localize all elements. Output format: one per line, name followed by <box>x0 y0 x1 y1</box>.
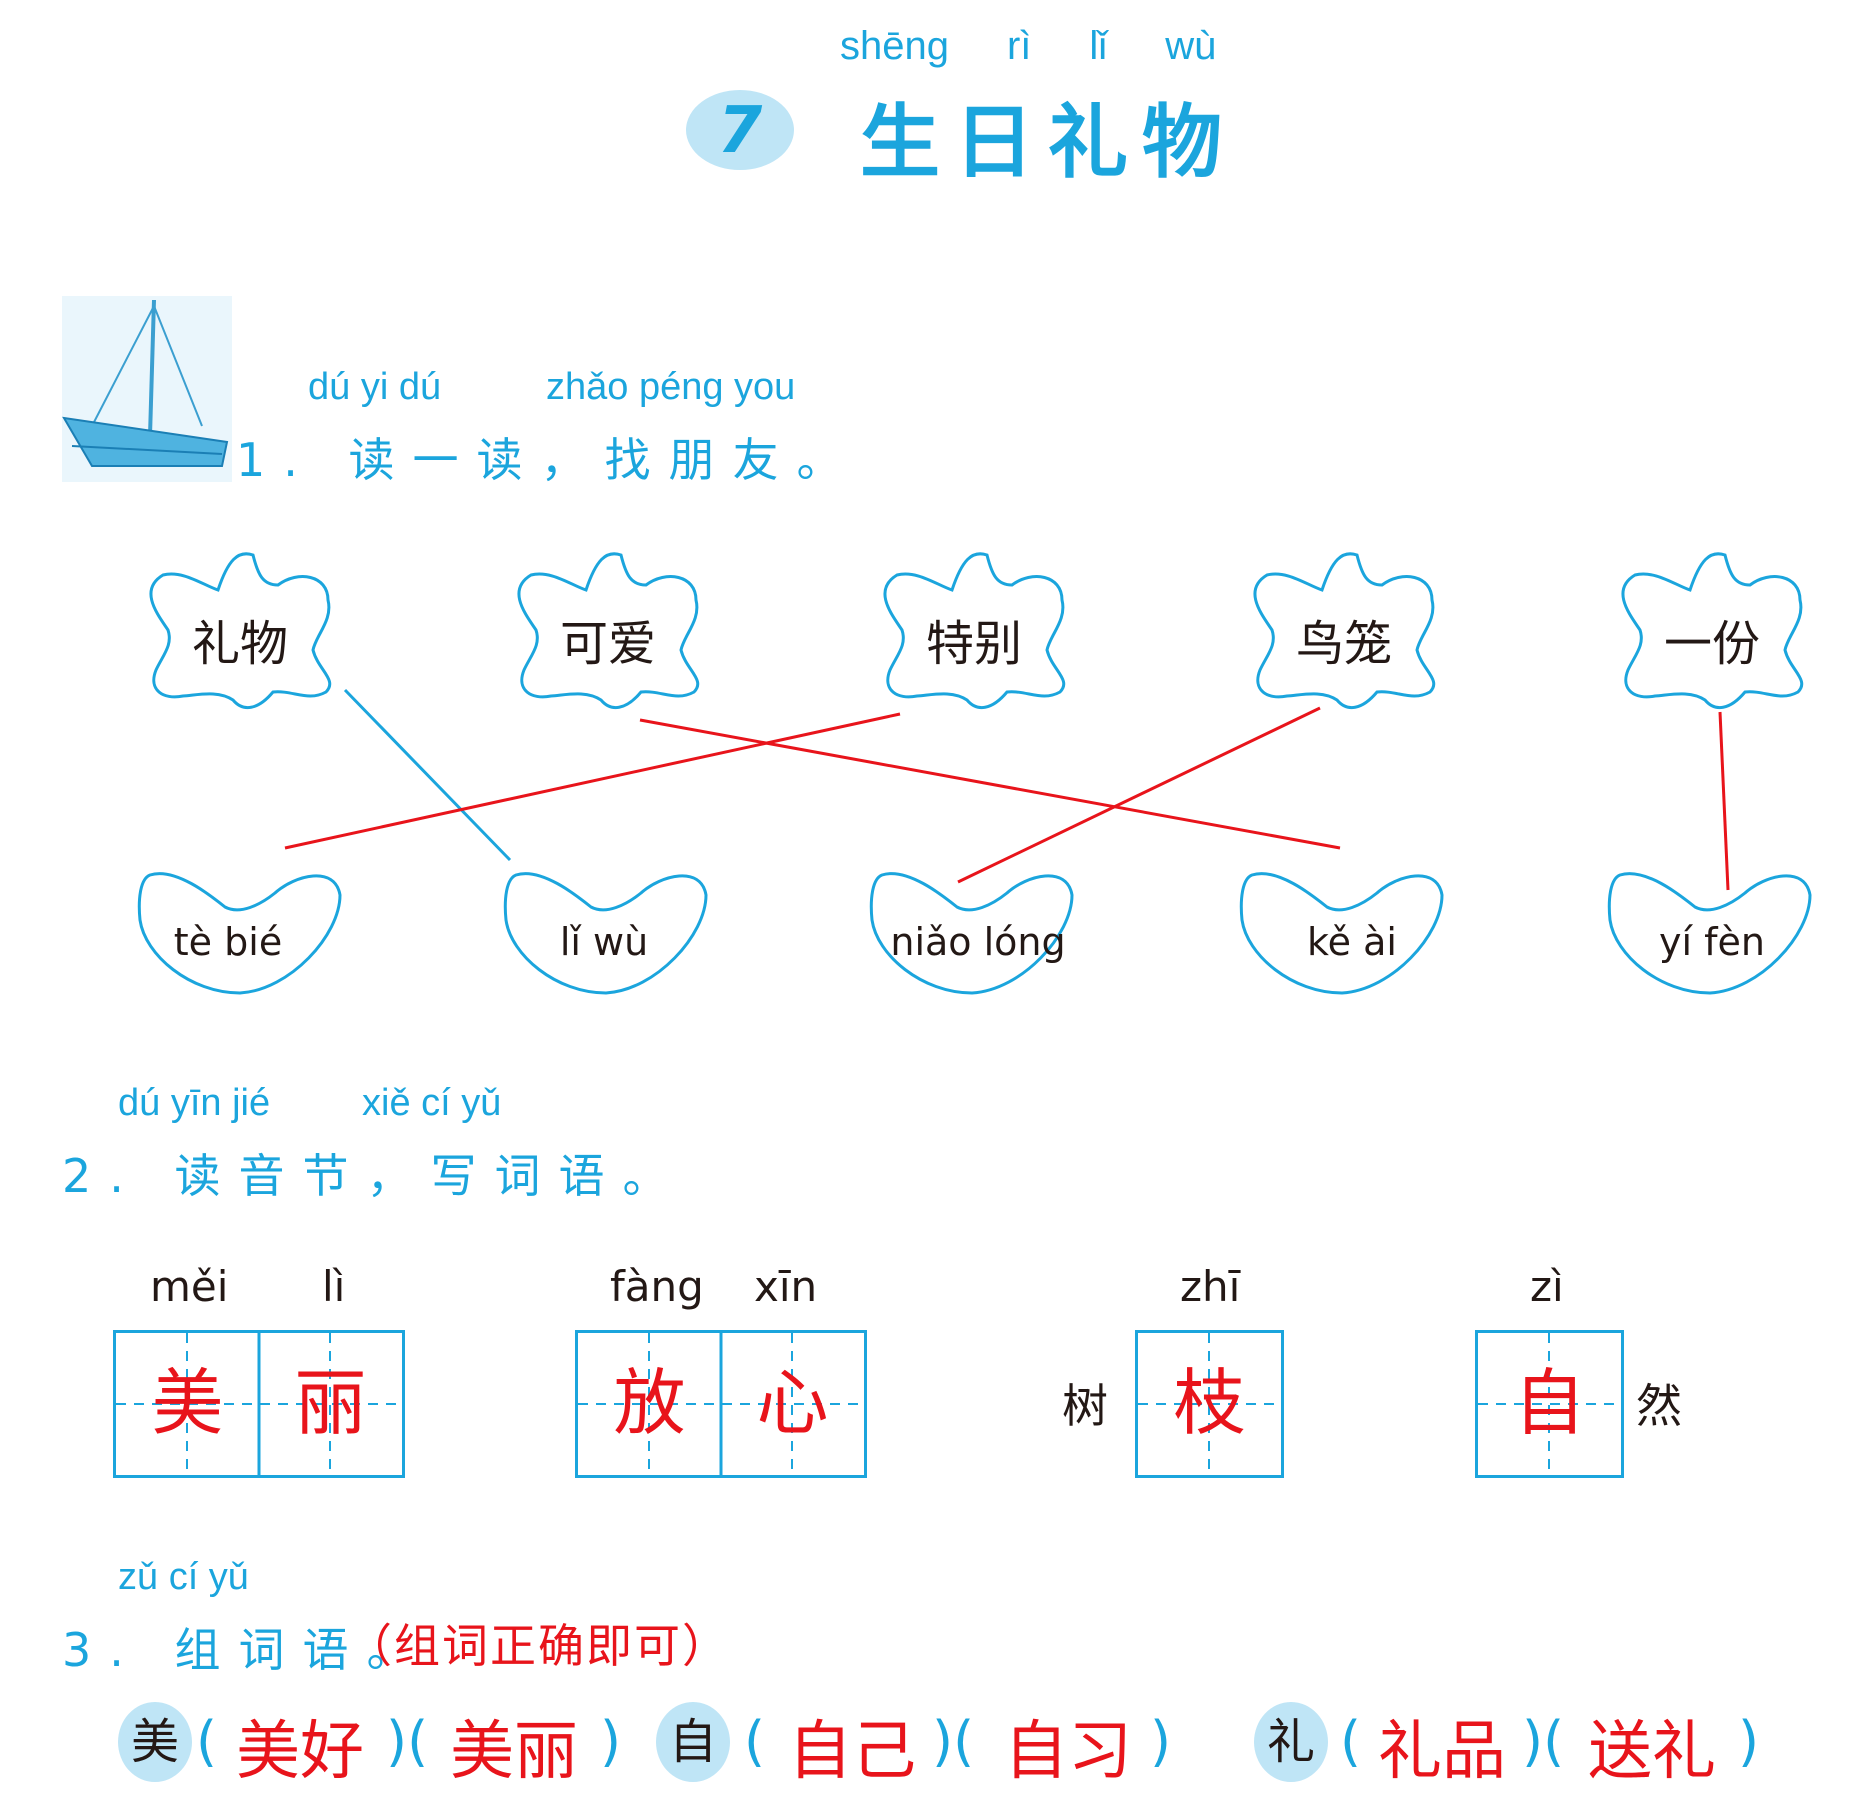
bowl-pinyin: niǎo lóng <box>890 920 1066 964</box>
answer-word: 送礼 <box>1588 1715 1716 1789</box>
match-line <box>957 706 1321 884</box>
section3-title: 3. 组词语。 <box>62 1623 431 1677</box>
bracket: ( <box>196 1710 218 1773</box>
answer-char: 自 <box>1513 1361 1586 1445</box>
match-line <box>639 718 1341 850</box>
given-char: 然 <box>1636 1379 1682 1433</box>
section1-pinyin-find: zhǎo péng you <box>546 366 796 408</box>
flower-word: 一份 <box>1663 616 1760 672</box>
pinyin-syllable: xīn <box>754 1262 818 1311</box>
pinyin-syllable: shēng <box>840 24 949 68</box>
answer-char: 心 <box>756 1361 829 1445</box>
answer-char: 丽 <box>294 1361 367 1445</box>
match-line <box>343 688 512 862</box>
pinyin-syllable: lǐ <box>1089 24 1108 68</box>
answer-word: 美好 <box>236 1715 364 1789</box>
pinyin-syllable: rì <box>1006 24 1032 68</box>
answer-note: （组词正确即可） <box>346 1619 730 1673</box>
section2-title: 2. 读音节，写词语。 <box>62 1149 687 1203</box>
bracket: ( <box>1340 1710 1362 1773</box>
answer-word: 自己 <box>788 1715 916 1789</box>
bowl-pinyin: lǐ wù <box>559 920 649 964</box>
pinyin-syllable: wù <box>1165 24 1217 68</box>
lesson-title: 生日礼物 <box>860 96 1236 189</box>
answer-char: 枝 <box>1173 1361 1246 1445</box>
flower-word: 礼物 <box>191 616 288 672</box>
section2-pinyin-read: dú yīn jié <box>118 1082 271 1124</box>
pinyin-syllable: zhī <box>1180 1262 1241 1311</box>
bowl-pinyin: tè bié <box>173 920 283 964</box>
pinyin-syllable: měi <box>150 1262 229 1311</box>
flower-word: 特别 <box>925 616 1022 672</box>
match-line <box>284 712 901 850</box>
flower-word: 鸟笼 <box>1295 616 1392 672</box>
bracket: ) <box>1150 1710 1172 1773</box>
answer-char: 美 <box>151 1361 224 1445</box>
base-char: 美 <box>118 1702 192 1782</box>
bracket: )( <box>386 1710 429 1773</box>
section3-pinyin: zǔ cí yǔ <box>118 1556 249 1598</box>
answer-char: 放 <box>613 1361 686 1445</box>
pinyin-syllable: lì <box>322 1262 346 1311</box>
writing-grid: 自 <box>1475 1330 1624 1478</box>
answer-word: 自习 <box>1004 1715 1132 1789</box>
writing-grid: 枝 <box>1135 1330 1284 1478</box>
base-char: 礼 <box>1254 1702 1328 1782</box>
section2-pinyin-write: xiě cí yǔ <box>362 1082 502 1124</box>
bowl-pinyin: kě ài <box>1307 920 1397 964</box>
title-pinyin: shēng rì lǐ wù <box>840 24 1274 69</box>
writing-grid: 美 丽 <box>113 1330 405 1478</box>
bracket: )( <box>1522 1710 1565 1773</box>
bracket: ( <box>744 1710 766 1773</box>
given-char: 树 <box>1062 1379 1108 1433</box>
sailboat-icon <box>62 296 232 482</box>
pinyin-syllable: fàng <box>610 1262 704 1311</box>
flower-word: 可爱 <box>559 616 656 672</box>
writing-grid: 放 心 <box>575 1330 867 1478</box>
bracket: )( <box>932 1710 975 1773</box>
bracket: ) <box>600 1710 622 1773</box>
pinyin-syllable: zì <box>1530 1262 1564 1311</box>
section1-pinyin-read: dú yi dú <box>308 366 442 408</box>
lesson-number-badge: 7 <box>686 90 794 170</box>
match-line <box>1718 711 1730 891</box>
base-char: 自 <box>656 1702 730 1782</box>
section1-title: 1. 读一读，找朋友。 <box>236 433 861 487</box>
bracket: ) <box>1738 1710 1760 1773</box>
answer-word: 礼品 <box>1378 1715 1506 1789</box>
bowl-pinyin: yí fèn <box>1659 920 1765 964</box>
answer-word: 美丽 <box>450 1715 578 1789</box>
